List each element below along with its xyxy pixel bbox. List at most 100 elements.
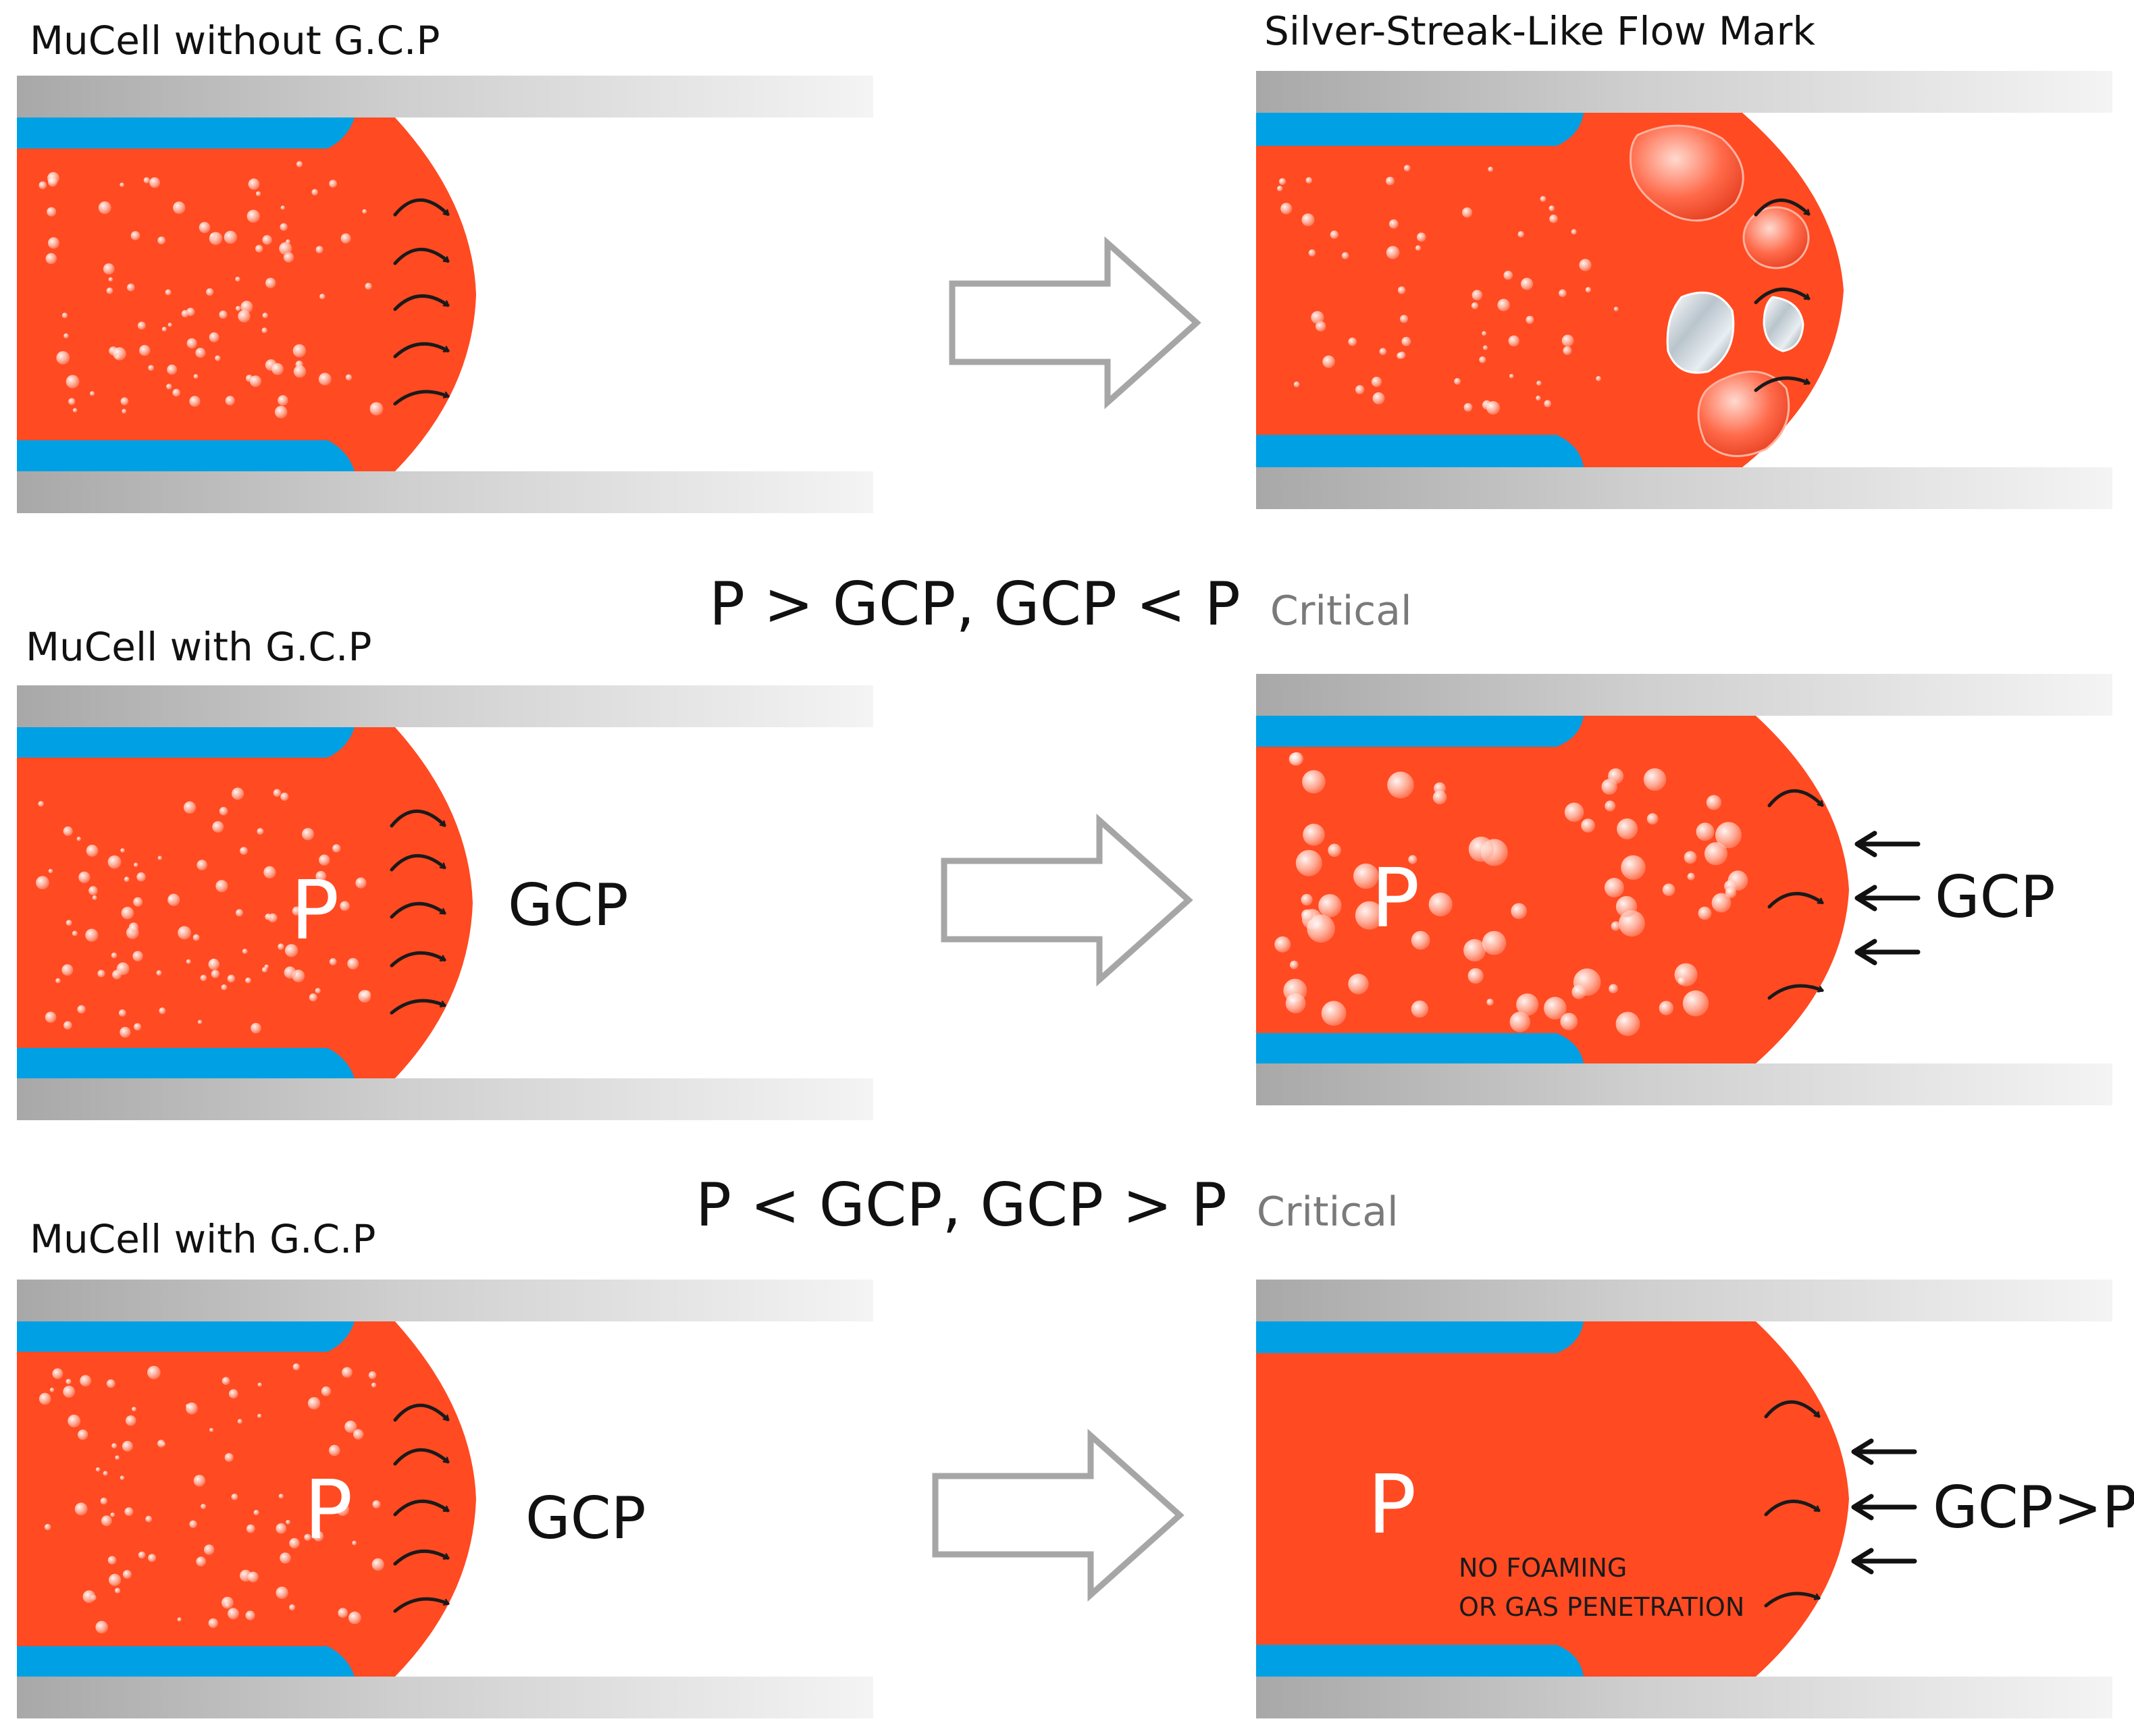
gas-bubble <box>255 244 263 253</box>
gas-bubble <box>255 191 261 196</box>
gas-bubble <box>1643 768 1667 791</box>
gas-bubble <box>66 1379 72 1385</box>
gas-bubble <box>342 1367 353 1378</box>
flow-arrows <box>393 198 448 406</box>
gas-bubble <box>1463 939 1486 962</box>
gas-bubble <box>286 239 290 244</box>
gas-bubble <box>200 974 207 982</box>
gas-bubble <box>178 926 191 940</box>
curved-flow-arrow-icon <box>1754 376 1808 392</box>
gas-bubble <box>172 388 180 397</box>
gas-bubble <box>311 188 319 196</box>
gas-bubble <box>1341 252 1349 260</box>
gas-bubble <box>371 1558 384 1571</box>
no-foaming-note-line2: OR GAS PENETRATION <box>1459 1592 1744 1622</box>
gas-bubble <box>231 1494 238 1500</box>
no-foaming-note-line1: NO FOAMING <box>1459 1553 1627 1583</box>
gas-bubble <box>1278 178 1286 185</box>
curved-flow-arrow-icon <box>1767 789 1824 808</box>
gas-bubble <box>1677 977 1686 985</box>
gas-bubble <box>204 1544 215 1555</box>
curved-flow-arrow-icon <box>1764 1400 1821 1419</box>
gas-bubble <box>1559 289 1567 298</box>
panel-top-left: MuCell without G.C.P <box>17 18 873 513</box>
gas-bubble <box>74 1502 88 1516</box>
gas-bubble <box>292 1363 300 1371</box>
gas-bubble <box>263 866 276 878</box>
gas-bubble <box>336 1503 349 1517</box>
gas-bubble <box>108 277 113 282</box>
gas-bubble <box>1482 345 1488 350</box>
curved-flow-arrow-icon <box>393 1549 448 1566</box>
panel-title: MuCell with G.C.P <box>30 1216 375 1262</box>
gas-bubble <box>1290 752 1303 766</box>
gas-bubble <box>1463 402 1473 412</box>
gas-bubble <box>292 344 307 358</box>
panel-title: Silver-Streak-Like Flow Mark <box>1264 8 1815 54</box>
gas-bubble <box>1303 823 1325 846</box>
gas-bubble <box>1397 286 1406 294</box>
transition-arrow-row3 <box>932 1428 1185 1602</box>
chrome-bubble <box>1763 296 1804 352</box>
gas-bubble <box>1560 1013 1578 1030</box>
gas-bubble <box>1563 346 1572 355</box>
gas-bubble <box>224 230 238 244</box>
gas-bubble <box>212 821 224 833</box>
gas-bubble <box>1411 1000 1429 1018</box>
gas-bubble <box>302 828 315 841</box>
gas-bubble <box>246 1524 255 1533</box>
curved-flow-arrow-icon <box>393 342 448 359</box>
flow-arrows <box>1764 1400 1821 1608</box>
gas-bubble <box>88 886 98 895</box>
polymer-melt <box>17 117 476 471</box>
gas-bubble <box>109 1573 122 1586</box>
gas-bubble <box>235 276 240 282</box>
mold-wall-bottom <box>17 1677 873 1718</box>
gas-bubble <box>210 233 215 239</box>
gas-bubble <box>1536 395 1541 401</box>
gas-bubble <box>1508 335 1519 347</box>
gas-bubble <box>103 263 115 275</box>
gas-bubble <box>63 826 73 837</box>
pressure-label: P <box>304 1464 353 1558</box>
gas-bubble <box>55 978 61 984</box>
gas-bubble <box>280 223 288 231</box>
gas-bubble <box>137 321 146 330</box>
gas-bubble <box>1662 883 1675 897</box>
gas-bubble <box>136 872 146 882</box>
gas-bubble <box>197 860 208 870</box>
gcp-label: GCP <box>508 872 629 939</box>
pressure-label: P <box>1368 1458 1416 1552</box>
gas-bubble <box>139 344 151 357</box>
gas-bubble <box>368 1371 377 1379</box>
gas-bubble <box>44 1523 51 1531</box>
gas-bubble <box>183 801 197 814</box>
curved-flow-arrow-icon <box>390 901 444 919</box>
gas-bubble <box>355 877 367 889</box>
gas-bubble <box>38 181 47 190</box>
gas-bubble <box>45 1011 57 1023</box>
curved-flow-arrow-icon <box>1767 984 1822 1000</box>
gas-bubbles <box>38 1363 384 1634</box>
frozen-skin-bottom <box>17 1048 355 1078</box>
gas-bubble <box>1302 770 1326 794</box>
gas-bubble <box>111 952 118 959</box>
pressure-arrows <box>1851 1438 1917 1575</box>
gas-bubble <box>148 365 155 371</box>
gas-bubble <box>365 282 372 290</box>
gas-bubble <box>1698 906 1712 920</box>
curved-flow-arrow-icon <box>1754 288 1808 305</box>
gas-bubble <box>1509 373 1514 379</box>
gas-bubble <box>1328 843 1341 858</box>
gas-bubble <box>1696 822 1715 841</box>
gas-bubble <box>240 300 253 313</box>
gas-bubble <box>1608 768 1624 785</box>
curved-flow-arrow-icon <box>390 951 444 968</box>
gas-bubble <box>236 909 243 917</box>
gas-bubble <box>1318 894 1342 918</box>
gas-bubble <box>1432 790 1447 805</box>
gas-bubble <box>289 1604 296 1611</box>
curved-flow-arrow-icon <box>393 1448 450 1466</box>
gas-bubbles <box>1277 165 1619 415</box>
gas-bubble <box>132 1406 136 1412</box>
